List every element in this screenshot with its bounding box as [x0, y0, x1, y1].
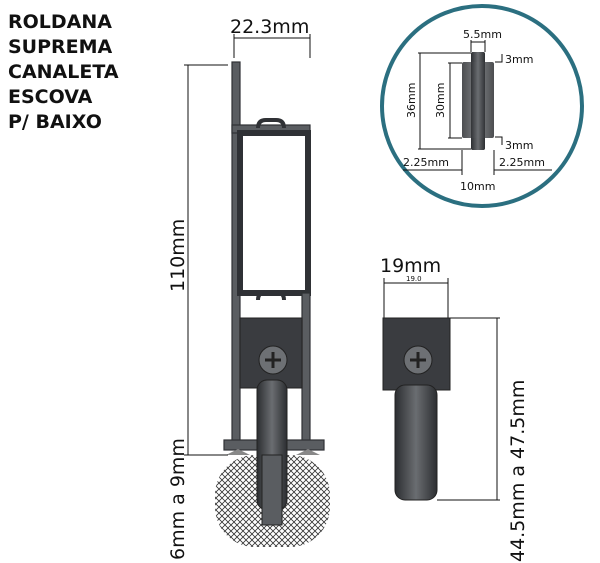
- inner-height-label: 30mm: [434, 83, 447, 118]
- title-line: ESCOVA: [8, 86, 93, 108]
- side-height-label: 44.5mm a 47.5mm: [507, 380, 529, 562]
- total-width-label: 10mm: [460, 180, 495, 193]
- hub-width-label: 5.5mm: [463, 28, 502, 41]
- clearance-label: 6mm a 9mm: [167, 438, 189, 560]
- top-step-label: 3mm: [505, 53, 533, 66]
- title-line: P/ BAIXO: [8, 111, 102, 133]
- wheel-detail-circle: 5.5mm 3mm 3mm 36mm 30mm 2.25mm 2.25mm 10…: [380, 4, 584, 208]
- title-line: SUPREMA: [8, 36, 113, 58]
- side-wheel: [394, 384, 438, 501]
- side-width-label: 19mm: [380, 255, 441, 277]
- right-offset-label: 2.25mm: [499, 156, 545, 169]
- profile-front-view: 22.3mm 110mm 6mm a 9mm: [167, 16, 330, 560]
- profile-width-label: 22.3mm: [230, 16, 309, 38]
- title-line: ROLDANA: [8, 11, 112, 33]
- roller-side-view: 19mm 19.0 44.5mm a 47.5mm: [380, 255, 529, 562]
- outer-height-label: 36mm: [405, 83, 418, 118]
- side-width-small-label: 19.0: [406, 275, 422, 283]
- profile-height-label: 110mm: [167, 219, 189, 292]
- left-offset-label: 2.25mm: [403, 156, 449, 169]
- product-title: ROLDANA SUPREMA CANALETA ESCOVA P/ BAIXO: [8, 11, 119, 133]
- bottom-step-label: 3mm: [505, 139, 533, 152]
- title-line: CANALETA: [8, 61, 119, 83]
